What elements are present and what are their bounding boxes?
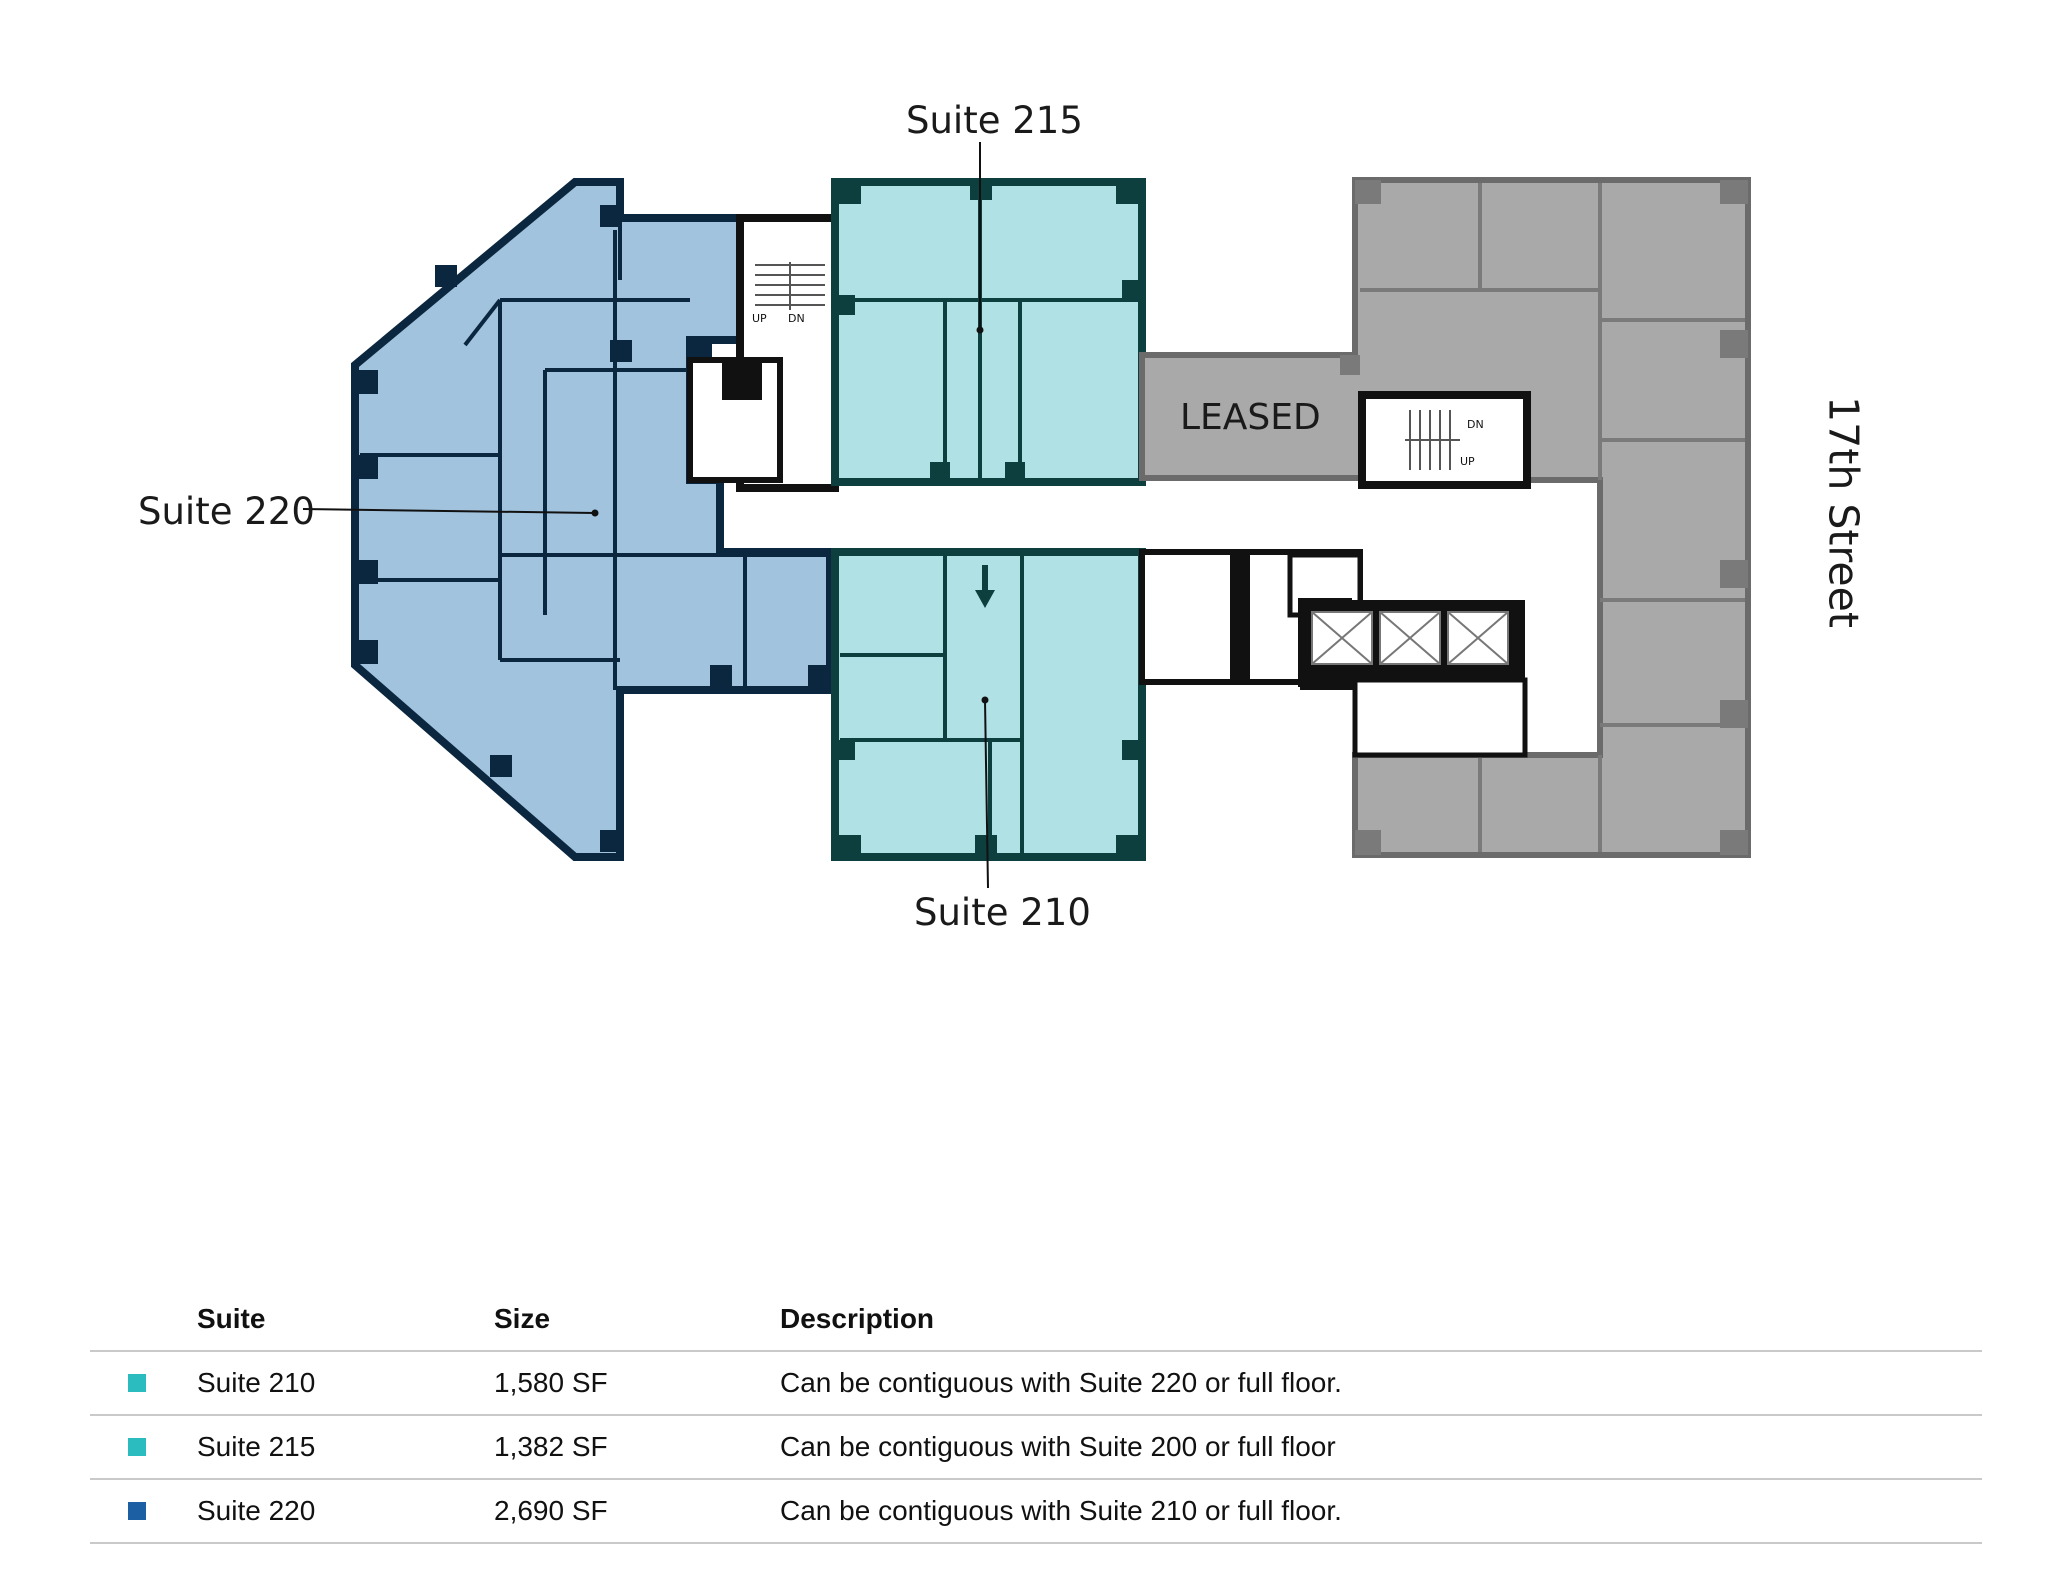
row-size: 2,690 SF: [494, 1495, 608, 1526]
restroom-3: [1352, 677, 1528, 758]
suite-215-label: Suite 215: [906, 99, 1083, 142]
table-row: Suite 210 1,580 SF Can be contiguous wit…: [90, 1352, 1982, 1416]
row-suite: Suite 215: [197, 1431, 316, 1462]
row-suite: Suite 220: [197, 1495, 316, 1526]
suite-color-swatch: [128, 1374, 146, 1392]
header-size: Size: [494, 1303, 551, 1334]
column-west: [722, 360, 762, 400]
stair-west-treads: [755, 262, 825, 310]
suite-220-label: Suite 220: [138, 490, 315, 533]
main-corridor: [700, 480, 1630, 550]
table-row: Suite 215 1,382 SF Can be contiguous wit…: [90, 1416, 1982, 1480]
row-description: Can be contiguous with Suite 200 or full…: [780, 1431, 1336, 1462]
stair-dn-label: DN: [788, 312, 805, 325]
table-row: Suite 220 2,690 SF Can be contiguous wit…: [90, 1480, 1982, 1544]
suite-210-posts: [835, 565, 1142, 857]
suite-215-posts: [835, 182, 1142, 482]
suite-table: Suite Size Description Suite 210 1,580 S…: [90, 1288, 1982, 1544]
stair-up-label: UP: [752, 312, 767, 325]
header-description: Description: [780, 1303, 935, 1334]
street-label: 17th Street: [1819, 396, 1868, 628]
leased-posts: [1340, 180, 1748, 855]
callout-dots: [591, 326, 989, 704]
leased-label: LEASED: [1180, 397, 1321, 438]
suite-220-posts: [356, 205, 830, 852]
row-description: Can be contiguous with Suite 210 or full…: [780, 1495, 1342, 1526]
floor-plan-drawing: [302, 142, 1751, 889]
table-header: Suite Size Description: [90, 1288, 1982, 1352]
row-size: 1,382 SF: [494, 1431, 608, 1462]
elevators: [1311, 611, 1509, 665]
suite-210-label: Suite 210: [914, 891, 1091, 934]
suite-color-swatch: [128, 1438, 146, 1456]
core-wall-1: [1230, 555, 1250, 680]
stair-east-treads: [1405, 410, 1460, 470]
header-suite: Suite: [197, 1303, 266, 1334]
suite-215-area: [831, 178, 1146, 486]
row-description: Can be contiguous with Suite 220 or full…: [780, 1367, 1342, 1398]
callout-lines: [302, 142, 989, 889]
suite-220-walls: [360, 218, 830, 690]
stair-east-up-label: UP: [1460, 455, 1475, 468]
row-size: 1,580 SF: [494, 1367, 608, 1398]
floor-plan: UP DN DN UP Suite 215 Suite 210 Suite 22…: [138, 99, 1868, 934]
row-suite: Suite 210: [197, 1367, 316, 1398]
stair-east-dn-label: DN: [1467, 418, 1484, 431]
suite-210-walls: [840, 555, 1024, 855]
suite-color-swatch: [128, 1502, 146, 1520]
